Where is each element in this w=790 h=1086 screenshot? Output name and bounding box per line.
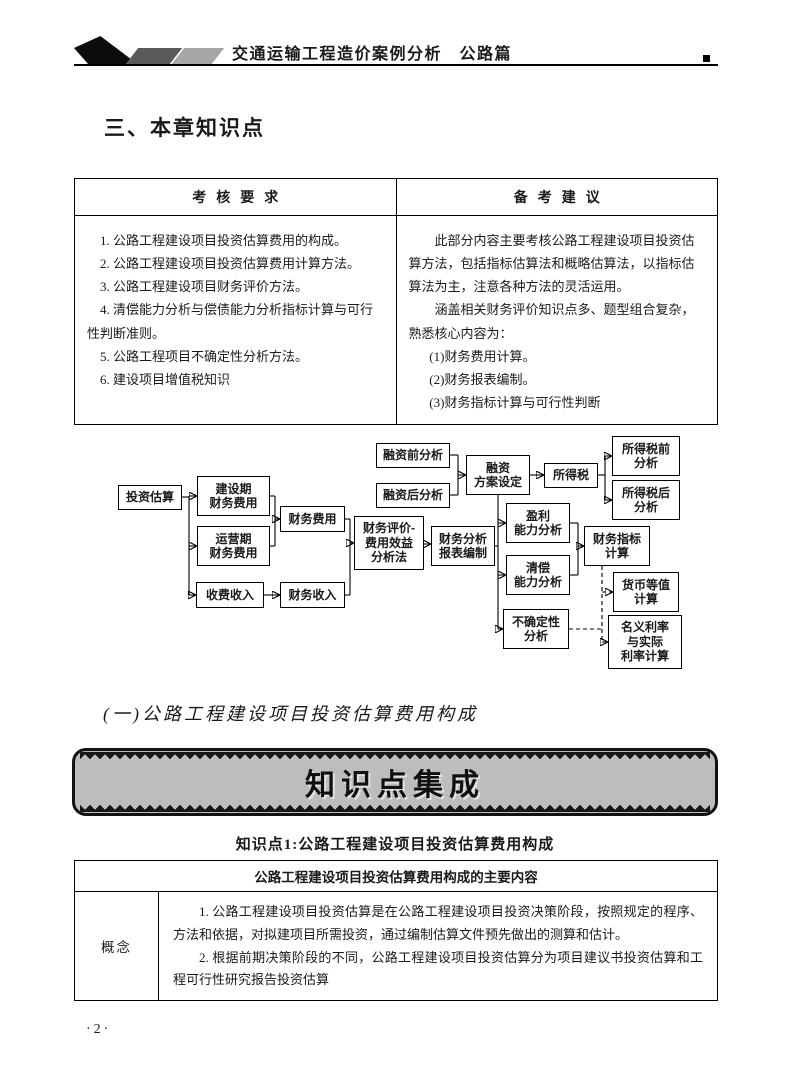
- banner-zigzag-bottom: [80, 805, 710, 812]
- requirement-item: 5. 公路工程项目不确定性分析方法。: [100, 348, 309, 364]
- flowchart-node-pre-financing: 融资前分析: [376, 443, 450, 468]
- concept-paragraph: 1. 公路工程建设项目投资估算是在公路工程建设项目投资决策阶段，按照规定的程序、…: [173, 904, 703, 942]
- suggestion-list-item: (3)财务指标计算与可行性判断: [429, 394, 601, 410]
- concept-paragraph: 2. 根据前期决策阶段的不同，公路工程建设项目投资估算分为项目建议书投资估算和工…: [173, 949, 703, 988]
- flowchart-node-income-tax: 所得税: [544, 463, 598, 488]
- flowchart-node-financial-cost: 财务费用: [280, 506, 345, 532]
- flowchart-node-interest-rate: 名义利率 与实际 利率计算: [608, 615, 682, 669]
- flowchart-connectors: [182, 434, 720, 674]
- flowchart-node-toll-revenue: 收费收入: [196, 582, 264, 608]
- concept-row-label: 概念: [75, 892, 159, 1000]
- flowchart-node-construction-cost: 建设期 财务费用: [197, 476, 270, 516]
- section-title: 三、本章知识点: [104, 117, 265, 140]
- suggestion-list-item: (1)财务费用计算。: [429, 348, 536, 364]
- flowchart-node-pre-tax-analysis: 所得税前 分析: [612, 436, 680, 476]
- concept-content-cell: 1. 公路工程建设项目投资估算是在公路工程建设项目投资决策阶段，按照规定的程序、…: [159, 892, 717, 1000]
- flowchart-node-financial-income: 财务收入: [280, 582, 345, 608]
- exam-table-header-row: 考核要求 备考建议: [75, 179, 717, 216]
- requirement-item: 6. 建设项目增值税知识: [100, 371, 231, 387]
- flowchart-node-post-tax-analysis: 所得税后 分析: [612, 480, 680, 520]
- flowchart-node-profitability: 盈利 能力分析: [506, 503, 570, 543]
- flowchart-node-financial-indicator: 财务指标 计算: [584, 526, 650, 566]
- exam-table-header-suggestions: 备考建议: [395, 179, 718, 215]
- exam-suggestions-cell: 此部分内容主要考核公路工程建设项目投资估算方法，包括指标估算法和概略估算法，以指…: [395, 216, 718, 424]
- knowledge-point-banner: 知识点集成: [72, 748, 718, 816]
- requirement-item: 3. 公路工程建设项目财务评价方法。: [100, 279, 309, 295]
- suggestion-paragraph: 此部分内容主要考核公路工程建设项目投资估算方法，包括指标估算法和概略估算法，以指…: [408, 233, 695, 295]
- concept-table: 公路工程建设项目投资估算费用构成的主要内容 概念 1. 公路工程建设项目投资估算…: [74, 860, 718, 1001]
- banner-title: 知识点集成: [305, 769, 485, 802]
- book-title: 交通运输工程造价案例分析 公路篇: [232, 46, 513, 63]
- financial-evaluation-flowchart: 投资估算 建设期 财务费用 运营期 财务费用 财务费用 收费收入 财务收入 财务…: [75, 434, 720, 674]
- suggestion-paragraph: 涵盖相关财务评价知识点多、题型组合复杂，熟悉核心内容为：: [408, 302, 695, 341]
- requirement-item: 2. 公路工程建设项目投资估算费用计算方法。: [100, 256, 361, 272]
- flowchart-node-solvency: 清偿 能力分析: [506, 555, 570, 595]
- flowchart-node-operation-cost: 运营期 财务费用: [197, 526, 270, 566]
- flowchart-node-currency-equivalence: 货币等值 计算: [613, 572, 679, 612]
- header-decoration: [74, 36, 226, 66]
- flowchart-node-post-financing: 融资后分析: [376, 483, 450, 508]
- flowchart-node-uncertainty: 不确定性 分析: [503, 609, 569, 649]
- exam-requirements-table: 考核要求 备考建议 1. 公路工程建设项目投资估算费用的构成。 2. 公路工程建…: [74, 178, 718, 425]
- exam-table-header-requirements: 考核要求: [192, 191, 289, 206]
- flowchart-node-analysis-report: 财务分析 报表编制: [431, 526, 495, 566]
- exam-table-body-row: 1. 公路工程建设项目投资估算费用的构成。 2. 公路工程建设项目投资估算费用计…: [75, 216, 717, 424]
- suggestion-list-item: (2)财务报表编制。: [429, 371, 536, 387]
- subsection-title: (一)公路工程建设项目投资估算费用构成: [103, 704, 478, 724]
- flowchart-node-financial-evaluation: 财务评价- 费用效益 分析法: [354, 516, 424, 570]
- page-number: ·2·: [86, 1022, 112, 1037]
- flowchart-node-financing-plan: 融资 方案设定: [466, 455, 530, 495]
- exam-requirements-cell: 1. 公路工程建设项目投资估算费用的构成。 2. 公路工程建设项目投资估算费用计…: [75, 216, 396, 424]
- knowledge-point-title: 知识点1:公路工程建设项目投资估算费用构成: [235, 837, 555, 853]
- concept-table-header: 公路工程建设项目投资估算费用构成的主要内容: [75, 861, 717, 892]
- banner-zigzag-top: [80, 752, 710, 759]
- concept-table-body: 概念 1. 公路工程建设项目投资估算是在公路工程建设项目投资决策阶段，按照规定的…: [75, 892, 717, 1000]
- requirement-item: 4. 清偿能力分析与偿债能力分析指标计算与可行性判断准则。: [87, 302, 374, 341]
- header-rule-end-square: [703, 55, 710, 62]
- requirement-item: 1. 公路工程建设项目投资估算费用的构成。: [100, 233, 348, 248]
- header-rule: [74, 55, 718, 66]
- flowchart-node-investment-estimate: 投资估算: [118, 485, 182, 510]
